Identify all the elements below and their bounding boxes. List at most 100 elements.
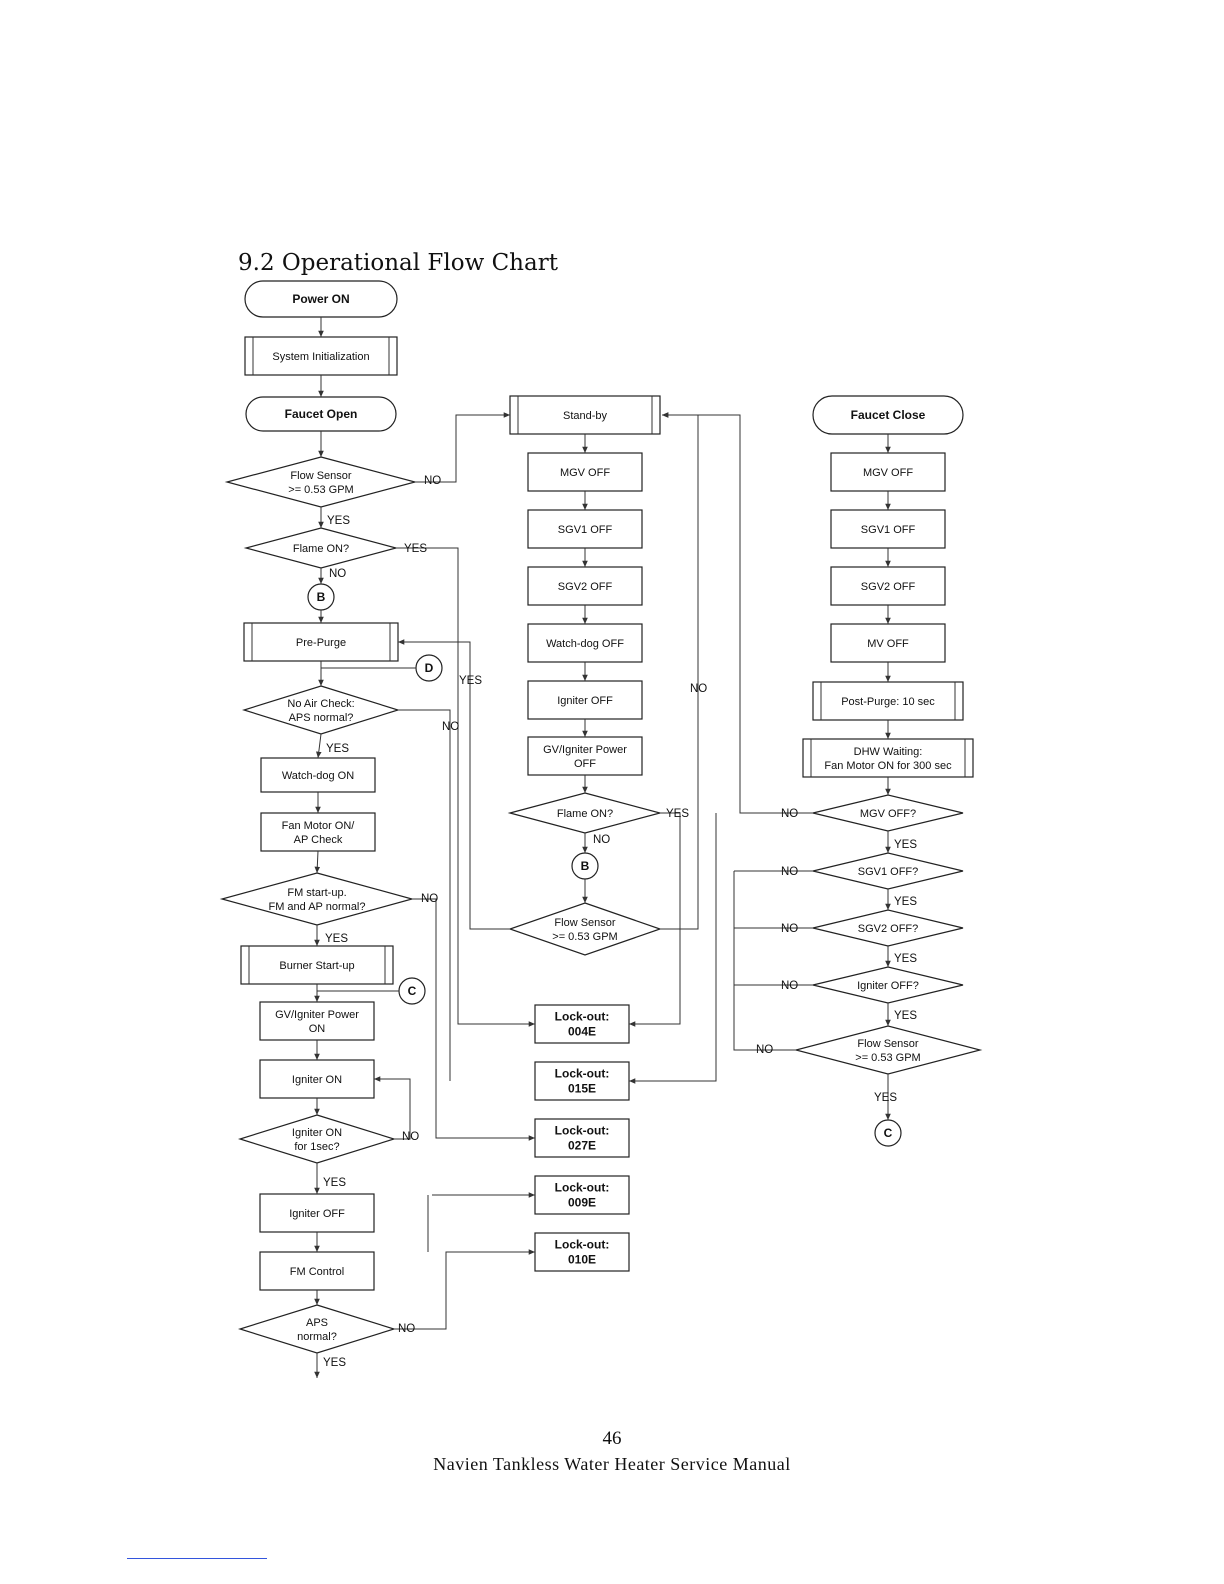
faucet-close-label: Faucet Close <box>851 408 926 422</box>
flame-on-1-label: Flame ON? <box>293 543 349 555</box>
flame-on-1-decision: Flame ON? <box>243 527 399 569</box>
edge-label: YES <box>326 743 349 755</box>
igniter-on-1sec-label: for 1sec? <box>294 1141 339 1153</box>
edge-label: YES <box>894 896 917 908</box>
mgv-off-1-box: MGV OFF <box>527 452 643 492</box>
watchdog-on-box: Watch-dog ON <box>260 757 376 793</box>
connector-c1-label: C <box>408 984 417 998</box>
standby-box: Stand-by <box>509 395 661 435</box>
lockout-010e-label: Lock-out: <box>555 1238 610 1252</box>
burner-startup-label: Burner Start-up <box>279 960 354 972</box>
edge-label: NO <box>402 1131 419 1143</box>
flow-sensor-1-label: Flow Sensor <box>290 470 351 482</box>
flame-on-2-label: Flame ON? <box>557 808 613 820</box>
lockout-010e-box: Lock-out:010E <box>534 1232 630 1272</box>
watchdog-on-label: Watch-dog ON <box>282 770 354 782</box>
edge-label: YES <box>404 543 427 555</box>
flow-sensor-2-label: Flow Sensor <box>554 917 615 929</box>
fan-motor-on-label: AP Check <box>294 834 343 846</box>
bottom-rule <box>127 1558 267 1559</box>
lockout-015e-label: Lock-out: <box>555 1067 610 1081</box>
sgv1-off-q-decision: SGV1 OFF? <box>812 852 964 890</box>
watchdog-off-box: Watch-dog OFF <box>527 623 643 663</box>
edge-label: NO <box>329 568 346 580</box>
igniter-on-1sec-decision: Igniter ON for 1sec? <box>237 1114 397 1164</box>
mgv-off-q-label: MGV OFF? <box>860 808 916 820</box>
flow-line <box>412 898 535 1141</box>
gv-igniter-power-on-label: GV/Igniter Power <box>275 1009 359 1021</box>
lockout-004e-box: Lock-out:004E <box>534 1004 630 1044</box>
lockout-015e-label: 015E <box>568 1082 596 1096</box>
lockout-004e-label: Lock-out: <box>555 1010 610 1024</box>
lockout-004e-label: 004E <box>568 1025 596 1039</box>
flow-line <box>394 1249 535 1330</box>
sgv2-off-2-box: SGV2 OFF <box>830 566 946 606</box>
dhw-waiting-label: DHW Waiting: <box>854 746 923 758</box>
igniter-on-1sec-label: Igniter ON <box>292 1127 342 1139</box>
standby-label: Stand-by <box>563 410 608 422</box>
edge-label: NO <box>421 893 438 905</box>
flow-line <box>415 412 510 483</box>
gv-igniter-power-off-label: OFF <box>574 758 596 770</box>
edge-label: YES <box>325 933 348 945</box>
connector-b2-connector: B <box>571 852 599 880</box>
lockout-027e-box: Lock-out:027E <box>534 1118 630 1158</box>
flow-line <box>396 547 535 1027</box>
edge-label: YES <box>874 1092 897 1104</box>
faucet-open-terminal: Faucet Open <box>245 396 397 432</box>
connector-b1-connector: B <box>307 583 335 611</box>
edge-label: NO <box>442 721 459 733</box>
connector-c1-connector: C <box>398 977 426 1005</box>
gv-igniter-power-on-label: ON <box>309 1023 326 1035</box>
sgv2-off-q-decision: SGV2 OFF? <box>812 909 964 947</box>
igniter-on-box: Igniter ON <box>259 1059 375 1099</box>
edge-label: YES <box>894 953 917 965</box>
igniter-off-1-label: Igniter OFF <box>289 1208 345 1220</box>
edge-label: NO <box>781 866 798 878</box>
connector-c2-label: C <box>884 1126 893 1140</box>
flow-line <box>733 871 796 1051</box>
sgv1-off-1-box: SGV1 OFF <box>527 509 643 549</box>
flow-sensor-3-decision: Flow Sensor >= 0.53 GPM <box>793 1025 983 1075</box>
edge-label: YES <box>894 839 917 851</box>
mgv-off-2-box: MGV OFF <box>830 452 946 492</box>
lockout-009e-label: 009E <box>568 1196 596 1210</box>
flow-line <box>398 709 451 1081</box>
edge-label: NO <box>424 475 441 487</box>
igniter-off-1-box: Igniter OFF <box>259 1193 375 1233</box>
edge-label: NO <box>690 683 707 695</box>
igniter-off-q-decision: Igniter OFF? <box>812 966 964 1004</box>
sgv1-off-1-label: SGV1 OFF <box>558 524 613 536</box>
aps-normal-label: normal? <box>297 1331 337 1343</box>
mgv-off-1-label: MGV OFF <box>560 467 610 479</box>
mv-off-label: MV OFF <box>867 638 909 650</box>
fm-startup-label: FM and AP normal? <box>268 901 365 913</box>
flow-line <box>316 733 322 759</box>
edge-label: YES <box>666 808 689 820</box>
sgv1-off-2-label: SGV1 OFF <box>861 524 916 536</box>
igniter-on-label: Igniter ON <box>292 1074 342 1086</box>
pre-purge-box: Pre-Purge <box>243 622 399 662</box>
fm-control-label: FM Control <box>290 1266 344 1278</box>
connector-b1-label: B <box>317 590 326 604</box>
edge-label: YES <box>894 1010 917 1022</box>
flow-sensor-3-label: >= 0.53 GPM <box>855 1052 920 1064</box>
power-on-label: Power ON <box>292 292 349 306</box>
mv-off-box: MV OFF <box>830 623 946 663</box>
sgv1-off-q-label: SGV1 OFF? <box>858 866 919 878</box>
edge-label: NO <box>593 834 610 846</box>
mgv-off-2-label: MGV OFF <box>863 467 913 479</box>
dhw-waiting-label: Fan Motor ON for 300 sec <box>824 760 952 772</box>
flow-sensor-3-label: Flow Sensor <box>857 1038 918 1050</box>
fm-startup-decision: FM start-up.FM and AP normal? <box>219 872 415 926</box>
flow-line <box>629 813 717 1084</box>
flow-line <box>398 639 510 930</box>
flow-line <box>374 1076 411 1140</box>
fan-motor-on-box: Fan Motor ON/AP Check <box>260 812 376 852</box>
fan-motor-on-label: Fan Motor ON/ <box>282 820 356 832</box>
pre-purge-label: Pre-Purge <box>296 637 346 649</box>
page-number: 46 <box>602 1428 622 1449</box>
